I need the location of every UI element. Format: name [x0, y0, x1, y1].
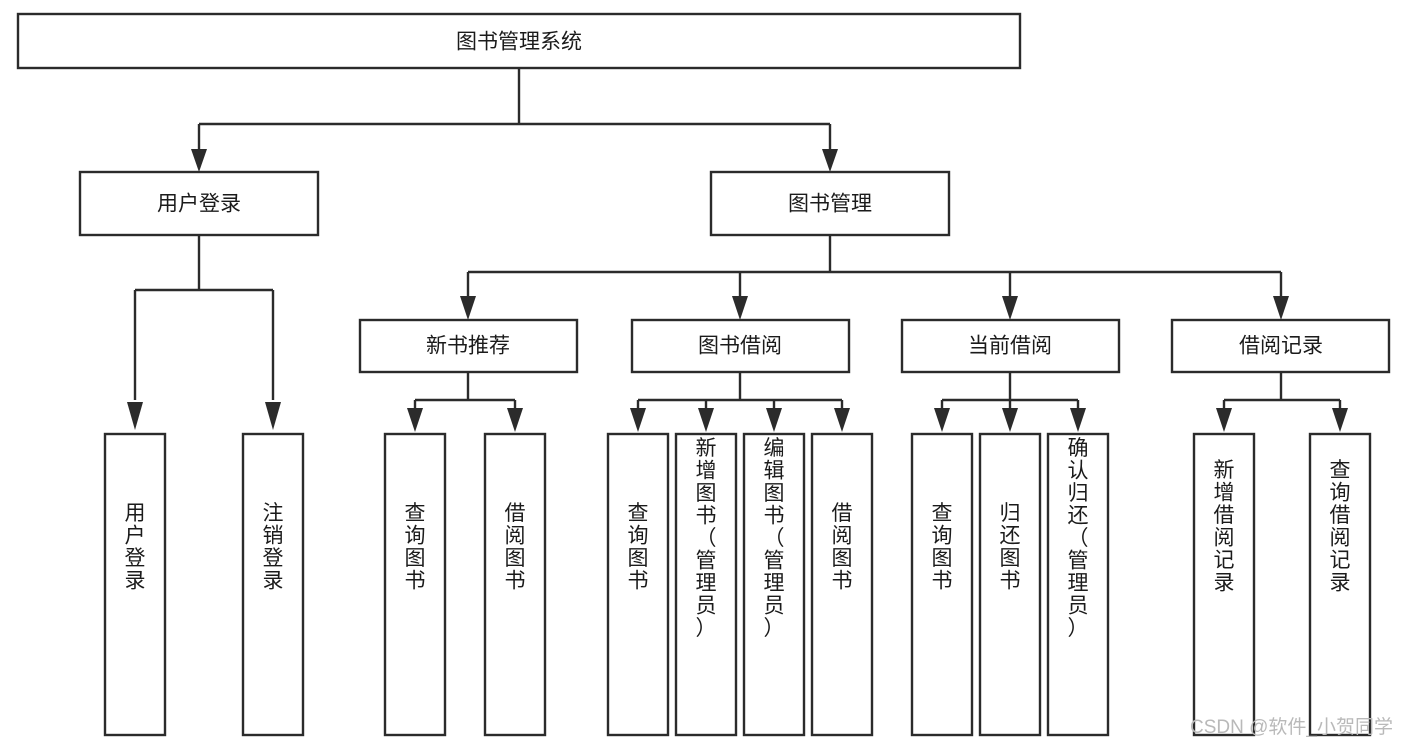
leaf-cu-return-label: 归还图书: [1000, 502, 1021, 593]
leaf-cu-confirm[interactable]: 确认归还（管理员）: [1046, 432, 1110, 737]
arrow-to-cu-query: [934, 408, 950, 432]
node-login-label: 用户登录: [157, 193, 241, 216]
leaf-user-login-box[interactable]: [103, 432, 167, 737]
leaf-cu-query[interactable]: 查询图书: [910, 432, 974, 737]
arrow-to-bo-add: [698, 408, 714, 432]
node-bookmgmt-label: 图书管理: [788, 193, 872, 216]
leaf-nb-borrow-box[interactable]: [483, 432, 547, 737]
leaf-cu-query-label: 查询图书: [932, 502, 953, 593]
arrow-to-user-login: [127, 402, 143, 430]
leaf-user-logout-label: 注销登录: [263, 502, 284, 593]
arrow-to-borrow: [732, 296, 748, 320]
csdn-watermark: CSDN @软件_小贺同学: [1190, 716, 1393, 738]
leaf-bo-add-label: 新增图书（管理员）: [696, 437, 717, 640]
node-current-box[interactable]: [900, 318, 1121, 374]
leaf-cu-return[interactable]: 归还图书: [978, 432, 1042, 737]
node-root-label: 图书管理系统: [456, 31, 582, 54]
arrow-to-cu-confirm: [1070, 408, 1086, 432]
node-current[interactable]: 当前借阅: [900, 318, 1121, 374]
leaf-nb-query-box[interactable]: [383, 432, 447, 737]
leaf-nb-query-label: 查询图书: [405, 502, 426, 593]
leaf-bo-add[interactable]: 新增图书（管理员）: [674, 432, 738, 737]
arrow-to-bookmgmt: [822, 149, 838, 172]
leaf-bo-borrow-box[interactable]: [810, 432, 874, 737]
node-login[interactable]: 用户登录: [78, 170, 320, 237]
leaf-bo-add-box[interactable]: [674, 432, 738, 737]
node-borrow[interactable]: 图书借阅: [630, 318, 851, 374]
leaf-user-logout[interactable]: 注销登录: [241, 432, 305, 737]
leaf-rc-add-box[interactable]: [1192, 432, 1256, 737]
leaf-rc-query-box[interactable]: [1308, 432, 1372, 737]
arrow-to-nb-borrow: [507, 408, 523, 432]
leaf-bo-edit[interactable]: 编辑图书（管理员）: [742, 432, 806, 737]
leaf-cu-confirm-label: 确认归还（管理员）: [1068, 437, 1089, 640]
arrow-to-user-logout: [265, 402, 281, 430]
node-bookmgmt-box[interactable]: [709, 170, 951, 237]
leaf-bo-query-box[interactable]: [606, 432, 670, 737]
edges-layer: [127, 68, 1348, 432]
leaf-bo-edit-box[interactable]: [742, 432, 806, 737]
arrow-to-login: [191, 149, 207, 172]
arrow-to-bo-query: [630, 408, 646, 432]
leaf-nb-query[interactable]: 查询图书: [383, 432, 447, 737]
leaf-rc-query-label: 查询借阅记录: [1330, 459, 1351, 595]
leaf-cu-confirm-box[interactable]: [1046, 432, 1110, 737]
leaf-nb-borrow-label: 借阅图书: [505, 502, 526, 593]
arrow-to-nb-query: [407, 408, 423, 432]
arrow-to-bo-borrow: [834, 408, 850, 432]
arrow-to-rc-add: [1216, 408, 1232, 432]
node-current-label: 当前借阅: [968, 335, 1052, 358]
leaf-bo-borrow[interactable]: 借阅图书: [810, 432, 874, 737]
leaf-nb-borrow[interactable]: 借阅图书: [483, 432, 547, 737]
node-bookmgmt[interactable]: 图书管理: [709, 170, 951, 237]
arrow-to-bo-edit: [766, 408, 782, 432]
node-root[interactable]: 图书管理系统: [16, 12, 1022, 70]
node-borrow-label: 图书借阅: [698, 335, 782, 358]
arrow-to-cu-return: [1002, 408, 1018, 432]
arrow-to-rc-query: [1332, 408, 1348, 432]
leaf-user-login-label: 用户登录: [125, 502, 146, 593]
leaf-cu-query-box[interactable]: [910, 432, 974, 737]
node-root-box[interactable]: [16, 12, 1022, 70]
arrow-to-current: [1002, 296, 1018, 320]
node-login-box[interactable]: [78, 170, 320, 237]
leaf-bo-query-label: 查询图书: [628, 502, 649, 593]
node-newbook-box[interactable]: [358, 318, 579, 374]
node-records-label: 借阅记录: [1239, 335, 1323, 358]
leaf-rc-query[interactable]: 查询借阅记录: [1308, 432, 1372, 737]
leaf-user-logout-box[interactable]: [241, 432, 305, 737]
node-newbook-label: 新书推荐: [426, 335, 510, 358]
arrow-to-records: [1273, 296, 1289, 320]
node-records[interactable]: 借阅记录: [1170, 318, 1391, 374]
node-records-box[interactable]: [1170, 318, 1391, 374]
leaf-bo-borrow-label: 借阅图书: [832, 502, 853, 593]
leaf-user-login[interactable]: 用户登录: [103, 432, 167, 737]
arrow-to-newbook: [460, 296, 476, 320]
leaf-bo-query[interactable]: 查询图书: [606, 432, 670, 737]
node-borrow-box[interactable]: [630, 318, 851, 374]
node-newbook[interactable]: 新书推荐: [358, 318, 579, 374]
leaf-rc-add[interactable]: 新增借阅记录: [1192, 432, 1256, 737]
leaf-bo-edit-label: 编辑图书（管理员）: [764, 437, 785, 640]
leaf-rc-add-label: 新增借阅记录: [1214, 459, 1235, 595]
leaf-cu-return-box[interactable]: [978, 432, 1042, 737]
